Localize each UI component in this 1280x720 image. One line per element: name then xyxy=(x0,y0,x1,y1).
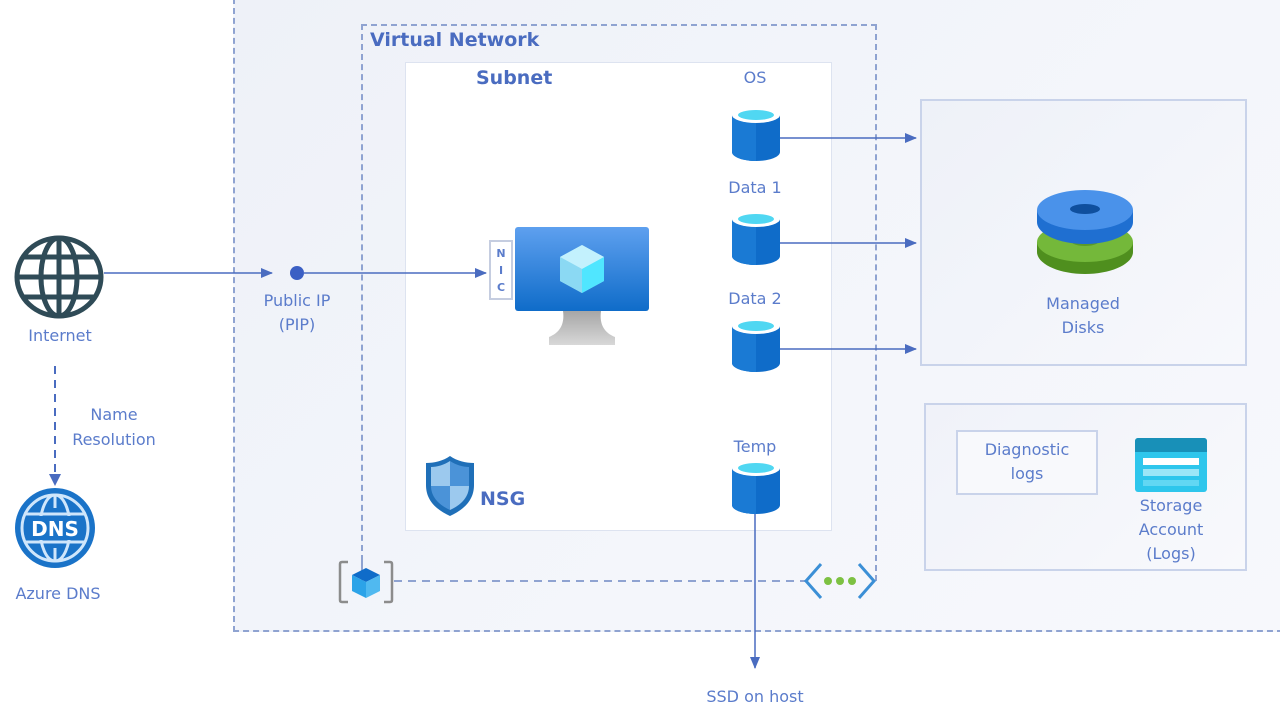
managed-disks-box xyxy=(920,99,1247,366)
public-ip-dot-icon xyxy=(290,266,304,280)
diagnostic-logs-box[interactable] xyxy=(956,430,1098,495)
dns-icon-text: DNS xyxy=(31,517,79,541)
internet-label: Internet xyxy=(28,326,92,345)
disk-data2-label: Data 2 xyxy=(728,289,782,308)
managed-disks-icon[interactable] xyxy=(1035,190,1135,278)
disk-data1-label: Data 1 xyxy=(728,178,782,197)
disk-temp-label: Temp xyxy=(733,437,777,456)
public-ip-sublabel: (PIP) xyxy=(278,315,316,334)
disk-os-icon[interactable] xyxy=(731,106,781,162)
disk-temp-icon[interactable] xyxy=(731,459,781,515)
disk-data2-icon[interactable] xyxy=(731,317,781,373)
managed-disks-sublabel: Disks xyxy=(1061,318,1105,337)
name-resolution-label: Name xyxy=(90,405,138,424)
shield-icon[interactable] xyxy=(425,455,475,517)
nic-box[interactable]: N I C xyxy=(489,240,513,300)
ssd-on-host-label: SSD on host xyxy=(706,687,804,706)
virtual-network-boundary xyxy=(361,24,877,581)
virtual-machine-icon[interactable] xyxy=(513,225,651,347)
nic-letter-i: I xyxy=(498,264,504,277)
dns-globe-icon[interactable]: DNS xyxy=(13,488,97,568)
storage-account-label: Storage xyxy=(1139,496,1203,515)
resource-group-icon[interactable] xyxy=(338,560,394,604)
nic-letter-n: N xyxy=(496,247,506,260)
azure-dns-label: Azure DNS xyxy=(15,584,101,603)
vnet-connector-icon[interactable] xyxy=(803,562,877,600)
diagnostic-logs-sublabel: logs xyxy=(1010,464,1044,483)
globe-icon[interactable] xyxy=(14,235,104,319)
storage-account-sublabel: Account xyxy=(1138,520,1204,539)
public-ip-label: Public IP xyxy=(263,291,331,310)
disk-os-label: OS xyxy=(743,68,767,87)
nic-letter-c: C xyxy=(496,281,506,294)
virtual-network-label: Virtual Network xyxy=(370,29,540,51)
storage-account-icon[interactable] xyxy=(1135,438,1207,492)
managed-disks-label: Managed xyxy=(1046,294,1120,313)
diagnostic-logs-label: Diagnostic xyxy=(984,440,1070,459)
storage-account-sublabel-2: (Logs) xyxy=(1146,544,1196,563)
subnet-label: Subnet xyxy=(476,67,553,89)
nsg-label: NSG xyxy=(480,488,526,510)
disk-data1-icon[interactable] xyxy=(731,210,781,266)
name-resolution-sublabel: Resolution xyxy=(72,430,156,449)
